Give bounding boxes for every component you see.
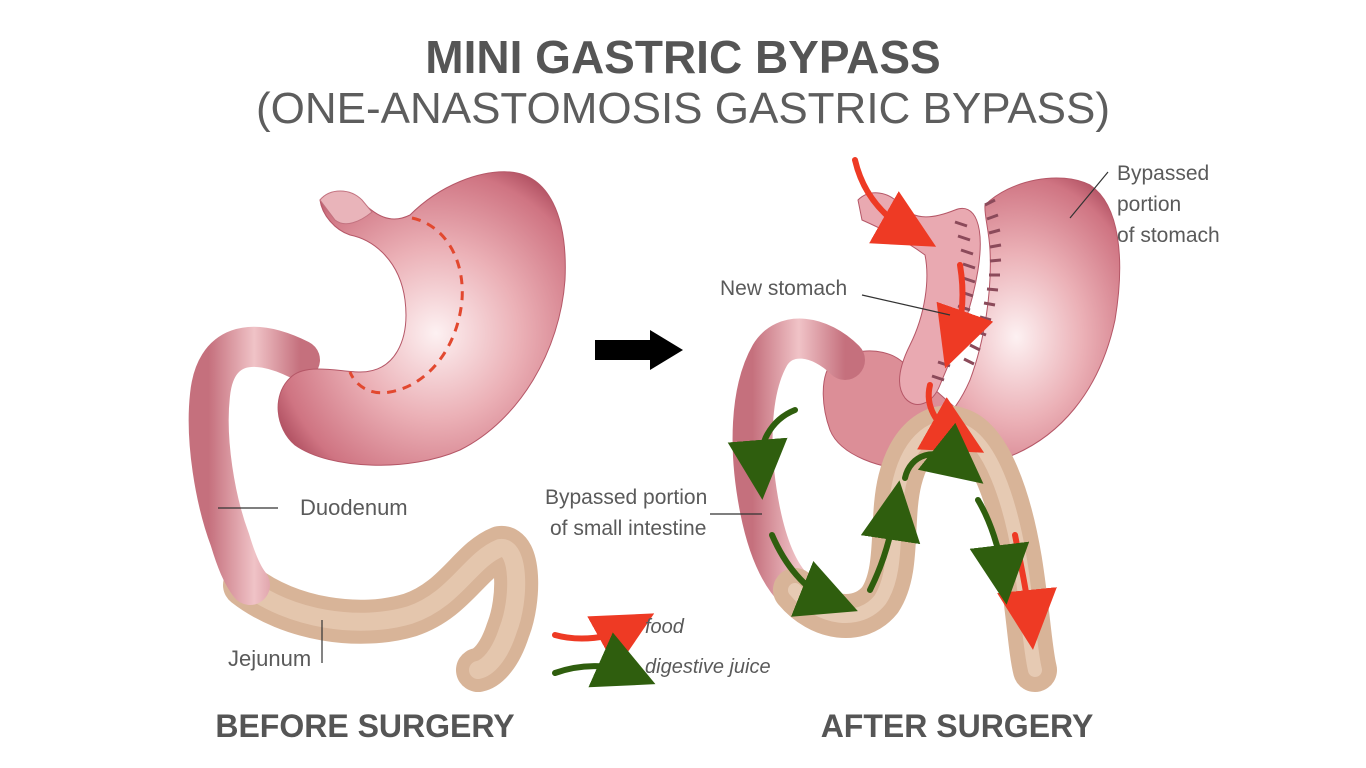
before-surgery-illustration: Duodenum Jejunum — [188, 171, 566, 692]
juice-flow-arrows — [727, 407, 1030, 617]
bypassed-stomach-label-2: portion — [1117, 193, 1181, 216]
bypassed-intestine-label-2: of small intestine — [550, 517, 706, 540]
after-surgery-illustration: Bypassed portion of stomach New stomach … — [545, 157, 1220, 692]
legend-juice-label: digestive juice — [645, 656, 771, 678]
legend-juice-arrow — [552, 632, 656, 688]
bypassed-duodenum-loop — [732, 318, 865, 610]
duodenum-label: Duodenum — [300, 495, 408, 520]
new-stomach-leader — [861, 294, 951, 316]
legend-food-label: food — [645, 616, 685, 638]
page-subtitle: (ONE-ANASTOMOSIS GASTRIC BYPASS) — [255, 84, 1111, 133]
jejunum-label: Jejunum — [228, 646, 311, 671]
before-heading: BEFORE SURGERY — [215, 708, 514, 744]
bypassed-stomach-leader — [1069, 171, 1109, 219]
legend: food digestive juice — [552, 613, 771, 688]
bypassed-intestine-label-1: Bypassed portion — [545, 486, 707, 509]
duodenum-tube — [188, 326, 320, 605]
legend-food-arrow — [552, 613, 655, 669]
stomach-before — [277, 171, 566, 466]
new-stomach-label: New stomach — [720, 277, 847, 300]
page-title: MINI GASTRIC BYPASS — [425, 31, 941, 83]
after-heading: AFTER SURGERY — [821, 708, 1094, 744]
esophagus-before — [319, 190, 373, 225]
bypassed-stomach-label-3: of stomach — [1117, 224, 1220, 247]
right-arrow-icon — [595, 330, 683, 370]
bypassed-stomach-label-1: Bypassed — [1117, 162, 1209, 185]
